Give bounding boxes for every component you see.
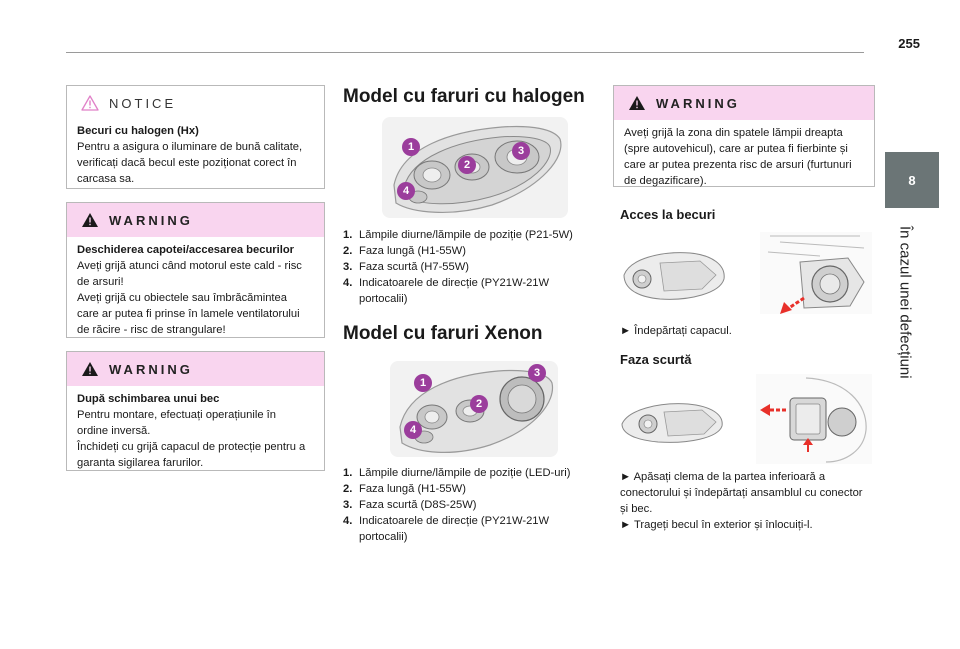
warning-line: Pentru montare, efectuați operațiunile î…: [77, 408, 277, 421]
callout-2: 2: [470, 395, 488, 413]
warning-line: Aveți grijă la zona din spatele lămpii d…: [624, 127, 843, 139]
notice-line: carcasa sa.: [77, 172, 135, 185]
warning-line: Aveți grijă atunci când motorul este cal…: [77, 259, 302, 272]
headlamp-rear-figure: [623, 252, 725, 300]
warning-line: ordine inversă.: [77, 424, 151, 437]
warning-line: de răcire - risc de strangulare!: [77, 323, 226, 336]
warning-line: (spre autovehicul), care ar putea fi fie…: [624, 142, 848, 155]
callout-1: 1: [402, 138, 420, 156]
remove-connector-figure: [756, 374, 872, 464]
warning-icon: [82, 213, 98, 227]
warning-box: WARNING Aveți grijă la zona din spatele …: [613, 85, 875, 187]
notice-header: NOTICE: [67, 86, 324, 120]
list-item: 3.Faza scurtă (D8S-25W): [343, 498, 477, 511]
warning-icon: [629, 96, 645, 110]
warning-header: WARNING: [67, 203, 324, 237]
list-item: 4.Indicatoarele de direcție (PY21W-21W p…: [343, 276, 550, 305]
list-item: 3.Faza scurtă (H7-55W): [343, 260, 470, 273]
notice-label: NOTICE: [109, 95, 177, 111]
notice-line: verificați dacă becul este poziționat co…: [77, 156, 297, 169]
chapter-title: În cazul unei defecțiuni: [890, 215, 920, 390]
warning-line: de degazificare).: [624, 174, 707, 187]
chapter-tab[interactable]: 8: [885, 152, 939, 208]
callout-4: 4: [397, 182, 415, 200]
xenon-bulb-list: 1.Lămpile diurne/lămpile de poziție (LED…: [343, 466, 605, 546]
list-item: 2.Faza lungă (H1-55W): [343, 244, 466, 257]
list-item: 1.Lămpile diurne/lămpile de poziție (P21…: [343, 229, 573, 241]
section-heading-halogen: Model cu faruri cu halogen: [343, 86, 585, 107]
notice-icon: [81, 95, 99, 111]
callout-4: 4: [404, 421, 422, 439]
remove-cover-figure: [760, 232, 872, 314]
page-number: 255: [898, 36, 920, 51]
warning-line: care ar putea fi prinse în lamele ventil…: [77, 307, 300, 320]
warning-box: WARNING Deschiderea capotei/accesarea be…: [66, 202, 325, 338]
list-item: 2.Faza lungă (H1-55W): [343, 482, 466, 495]
notice-box: NOTICE Becuri cu halogen (Hx) Pentru a a…: [66, 85, 325, 189]
halogen-bulb-list: 1.Lămpile diurne/lămpile de poziție (P21…: [343, 228, 605, 308]
warning-title: După schimbarea unui bec: [77, 393, 220, 405]
callout-3: 3: [512, 142, 530, 160]
callout-2: 2: [458, 156, 476, 174]
warning-line: Închideți cu grijă capacul de protecție …: [77, 440, 306, 453]
notice-line: Pentru a asigura o iluminare de bună cal…: [77, 140, 303, 153]
callout-1: 1: [414, 374, 432, 392]
list-item: 4.Indicatoarele de direcție (PY21W-21W p…: [343, 514, 550, 543]
notice-title: Becuri cu halogen (Hx): [77, 125, 199, 137]
access-step: ► Îndepărtați capacul.: [620, 325, 732, 337]
warning-line: care ar putea prezenta risc de arsuri (f…: [624, 158, 852, 171]
headlamp-rear-figure-2: [621, 403, 723, 443]
callout-3: 3: [528, 364, 546, 382]
warning-line: garanta sigilarea farurilor.: [77, 456, 204, 469]
warning-header: WARNING: [614, 86, 874, 120]
warning-line: Aveți grijă cu obiectele sau îmbrăcămint…: [77, 291, 287, 304]
warning-label: WARNING: [109, 361, 193, 377]
section-heading-access: Acces la becuri: [620, 207, 716, 222]
section-heading-low-beam: Faza scurtă: [620, 352, 692, 367]
chapter-number: 8: [908, 172, 916, 188]
chapter-title-text: În cazul unei defecțiuni: [896, 226, 914, 379]
warning-line: de arsuri!: [77, 275, 124, 288]
low-beam-steps: ► Apăsați clema de la partea inferioară …: [620, 471, 863, 531]
list-item: 1.Lămpile diurne/lămpile de poziție (LED…: [343, 467, 571, 479]
header-rule: [66, 52, 864, 53]
section-heading-xenon: Model cu faruri Xenon: [343, 323, 543, 344]
warning-icon: [82, 362, 98, 376]
warning-box: WARNING După schimbarea unui bec Pentru …: [66, 351, 325, 471]
warning-header: WARNING: [67, 352, 324, 386]
warning-label: WARNING: [656, 95, 740, 111]
warning-title: Deschiderea capotei/accesarea becurilor: [77, 244, 295, 256]
warning-label: WARNING: [109, 212, 193, 228]
